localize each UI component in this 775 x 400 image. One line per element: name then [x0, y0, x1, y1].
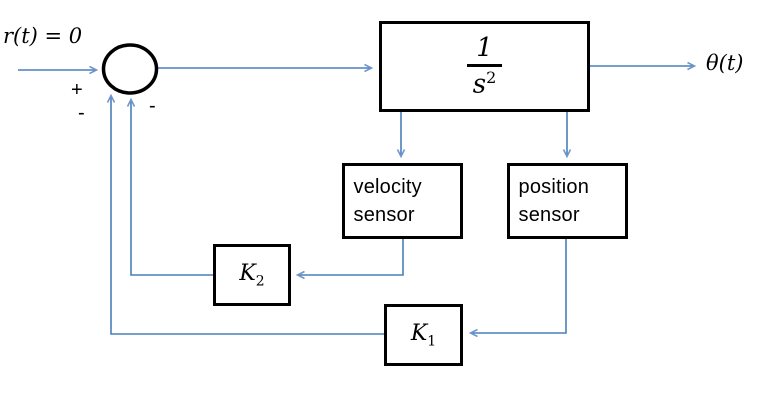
k2-label: K2: [239, 260, 265, 290]
sum-plus-sign: +: [71, 79, 83, 101]
output-signal-label: θ(t): [706, 51, 744, 75]
wire-k2-to-sum: [131, 100, 213, 276]
input-signal-label: r(t) = 0: [3, 24, 83, 48]
sum-minus-sign-right: -: [149, 95, 156, 117]
wire-k1-to-sum: [111, 96, 384, 335]
plant-block: 1 s2: [379, 21, 590, 112]
k1-label: K1: [410, 320, 437, 350]
k2-gain-block: K2: [213, 244, 291, 306]
velocity-sensor-label-line2: sensor: [353, 204, 415, 226]
wire-velocity-sensor-to-k2: [298, 239, 404, 275]
position-sensor-block: position sensor: [507, 163, 628, 239]
position-sensor-label-line2: sensor: [518, 204, 580, 226]
summing-junction: [101, 43, 159, 95]
plant-numerator: 1: [467, 34, 502, 67]
plant-denominator: s2: [472, 67, 497, 100]
plant-transfer-function: 1 s2: [467, 34, 502, 99]
velocity-sensor-block: velocity sensor: [342, 163, 463, 239]
wire-position-sensor-to-k1: [471, 239, 567, 333]
k1-gain-block: K1: [384, 304, 463, 366]
position-sensor-label-line1: position: [518, 176, 590, 198]
velocity-sensor-label-line1: velocity: [353, 176, 422, 198]
sum-minus-sign-left: -: [78, 102, 85, 124]
